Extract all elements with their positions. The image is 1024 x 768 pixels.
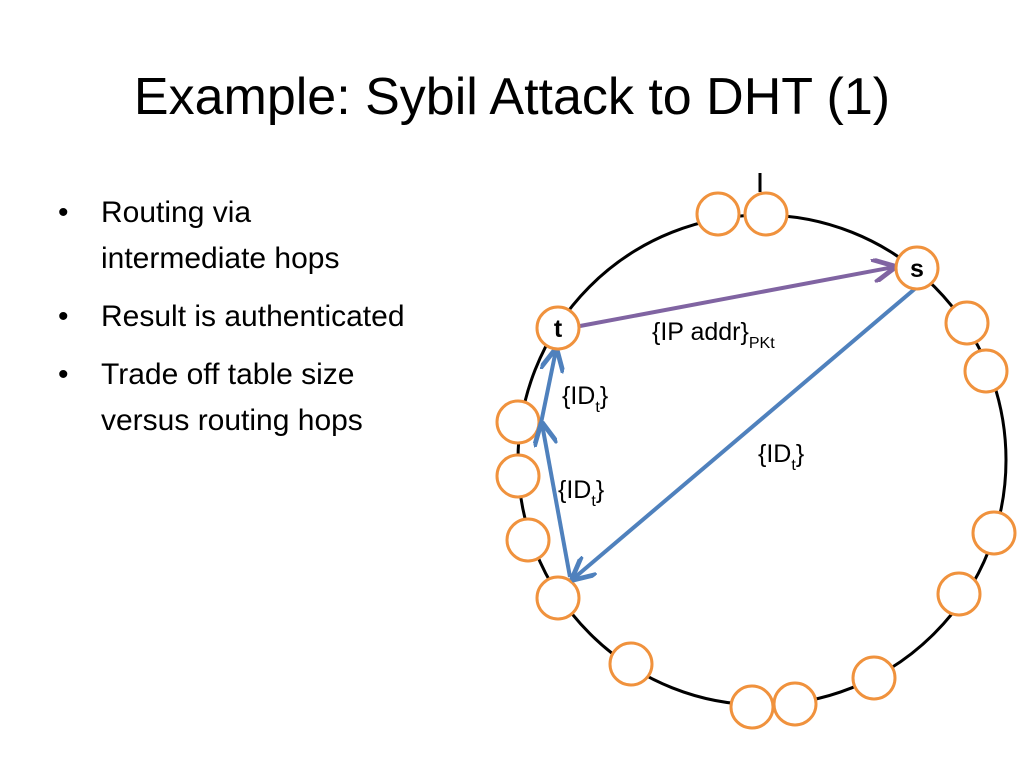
- label-id-t-lower: {IDt}: [558, 476, 604, 510]
- label-id-t-lower-open: {ID: [558, 476, 591, 504]
- node-t: [535, 305, 581, 351]
- ring-node: [944, 300, 990, 346]
- node-s: [894, 245, 940, 291]
- blue-arrow-node-to-hop: [542, 424, 572, 578]
- node-t-label: t: [554, 315, 563, 343]
- ring-node: [971, 510, 1017, 556]
- ring-node: [608, 641, 654, 687]
- bullet-item: • Routing via intermediate hops: [58, 190, 478, 282]
- bullet-item: • Result is authenticated: [58, 294, 478, 340]
- label-id-t-upper-sub: t: [595, 399, 600, 416]
- bullet-text-line: Trade off table size: [101, 358, 355, 391]
- bullet-text-line: versus routing hops: [101, 404, 363, 437]
- bullet-marker: •: [58, 358, 69, 391]
- ring-node: [495, 453, 541, 499]
- label-id-t-upper-open: {ID: [562, 382, 595, 410]
- slide-title: Example: Sybil Attack to DHT (1): [133, 68, 891, 126]
- node-s-label: s: [910, 255, 924, 283]
- ring-node: [772, 681, 818, 727]
- purple-arrow-t-to-s: [579, 267, 894, 328]
- label-id-t-diagonal-sub: t: [791, 457, 796, 474]
- ring-node: [505, 517, 551, 563]
- label-id-t-upper: {IDt}: [562, 382, 608, 416]
- label-ip-addr: {IP addr}PKt: [652, 318, 775, 352]
- ring-node: [936, 571, 982, 617]
- ring-node: [743, 191, 789, 237]
- ring-node: [851, 655, 897, 701]
- ring-node: [695, 191, 741, 237]
- label-id-t-lower-sub: t: [591, 493, 596, 510]
- label-id-t-diagonal-open: {ID: [758, 440, 791, 468]
- bullet-item: • Trade off table size versus routing ho…: [58, 352, 478, 444]
- blue-arrow-hop-to-t: [538, 350, 556, 429]
- label-id-t-diagonal: {IDt}: [758, 440, 804, 474]
- ring-node: [495, 399, 541, 445]
- bullet-text-line: intermediate hops: [101, 242, 340, 275]
- bullet-marker: •: [58, 300, 69, 333]
- ring-node: [729, 684, 775, 730]
- bullet-list: • Routing via intermediate hops • Result…: [58, 190, 478, 456]
- bullet-marker: •: [58, 196, 69, 229]
- bullet-text-line: Routing via: [101, 196, 252, 229]
- label-id-t-diagonal-close: }: [796, 440, 804, 468]
- bullet-text-line: Result is authenticated: [101, 300, 405, 333]
- label-id-t-upper-close: }: [600, 382, 608, 410]
- label-id-t-lower-close: }: [596, 476, 604, 504]
- label-ip-addr-main: {IP addr}: [652, 318, 749, 346]
- ring-node: [963, 348, 1009, 394]
- label-ip-addr-sub: PKt: [749, 335, 775, 352]
- blue-arrow-s-to-node: [573, 285, 919, 579]
- ring-node: [535, 575, 581, 621]
